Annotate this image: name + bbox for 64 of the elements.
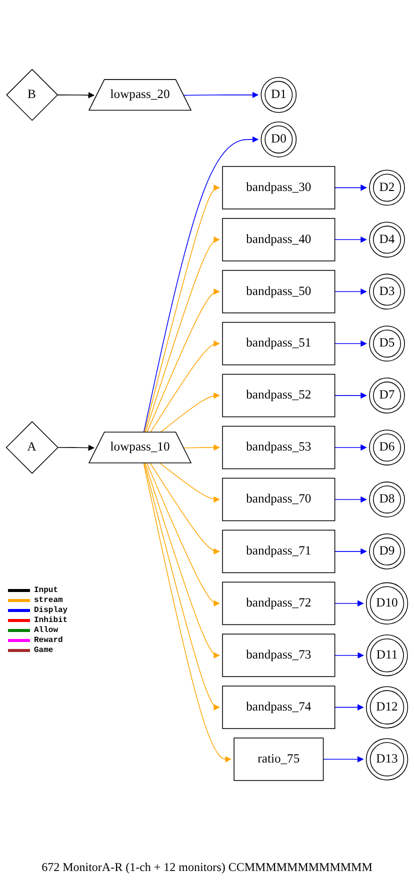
arrow xyxy=(146,288,220,433)
arrow xyxy=(334,496,367,503)
arrow xyxy=(334,444,367,451)
node-circle: D11 xyxy=(366,634,408,676)
arrow xyxy=(334,704,364,710)
legend-label: Reward xyxy=(34,636,63,644)
node-box: bandpass_74 xyxy=(222,686,336,729)
node-box: ratio_75 xyxy=(234,738,324,781)
node-box: bandpass_71 xyxy=(222,530,336,574)
node-diamond: A xyxy=(6,421,58,474)
arrow xyxy=(334,288,367,295)
node-circle: D6 xyxy=(369,430,405,466)
caption: 672 MonitorA-R (1-ch + 12 monitors) CCMMMMMMMMMMMM xyxy=(42,860,372,874)
node-box: bandpass_51 xyxy=(222,322,336,366)
node-circle: D4 xyxy=(369,222,405,258)
arrow xyxy=(144,462,220,710)
node-circle: D3 xyxy=(369,274,405,310)
node-circle: D2 xyxy=(369,170,405,206)
node-circle: D12 xyxy=(366,686,408,728)
arrow xyxy=(334,184,367,191)
node-diamond: B xyxy=(6,68,58,121)
node-circle: D0 xyxy=(260,122,297,158)
arrow xyxy=(143,462,232,762)
arrow xyxy=(144,184,220,433)
legend-label: Display xyxy=(34,606,68,614)
node-box: bandpass_72 xyxy=(222,582,336,626)
arrow xyxy=(183,444,220,451)
arrow xyxy=(334,548,367,555)
arrow xyxy=(144,236,220,433)
arrow xyxy=(56,92,95,98)
arrow xyxy=(57,444,95,451)
arrow xyxy=(143,136,259,433)
arrow xyxy=(150,462,220,555)
arrow xyxy=(160,462,220,503)
arrow xyxy=(334,652,364,658)
node-box: bandpass_30 xyxy=(222,166,336,210)
node-box: bandpass_70 xyxy=(222,478,336,522)
node-box: bandpass_73 xyxy=(222,634,336,677)
arrow xyxy=(183,92,259,98)
node-circle: D13 xyxy=(366,738,408,780)
node-circle: D8 xyxy=(369,482,405,518)
arrow xyxy=(150,340,220,433)
arrow xyxy=(322,756,364,762)
arrow xyxy=(334,392,367,399)
node-circle: D1 xyxy=(260,76,297,113)
legend-label: Allow xyxy=(34,626,58,634)
arrow xyxy=(334,236,367,243)
node-circle: D10 xyxy=(366,582,408,624)
arrow xyxy=(334,600,364,607)
node-box: bandpass_53 xyxy=(222,426,336,470)
node-circle: D5 xyxy=(369,326,405,362)
arrow xyxy=(334,340,367,347)
arrow xyxy=(144,462,220,658)
legend-label: Input xyxy=(34,586,58,594)
node-circle: D9 xyxy=(369,534,405,570)
legend-label: Inhibit xyxy=(34,616,68,624)
legend-label: stream xyxy=(34,596,63,604)
legend-label: Game xyxy=(34,646,54,654)
node-box: bandpass_52 xyxy=(222,374,336,418)
node-box: bandpass_50 xyxy=(222,270,336,314)
arrow xyxy=(160,392,220,433)
node-circle: D7 xyxy=(369,378,405,414)
arrow xyxy=(146,462,220,607)
node-box: bandpass_40 xyxy=(222,218,336,262)
